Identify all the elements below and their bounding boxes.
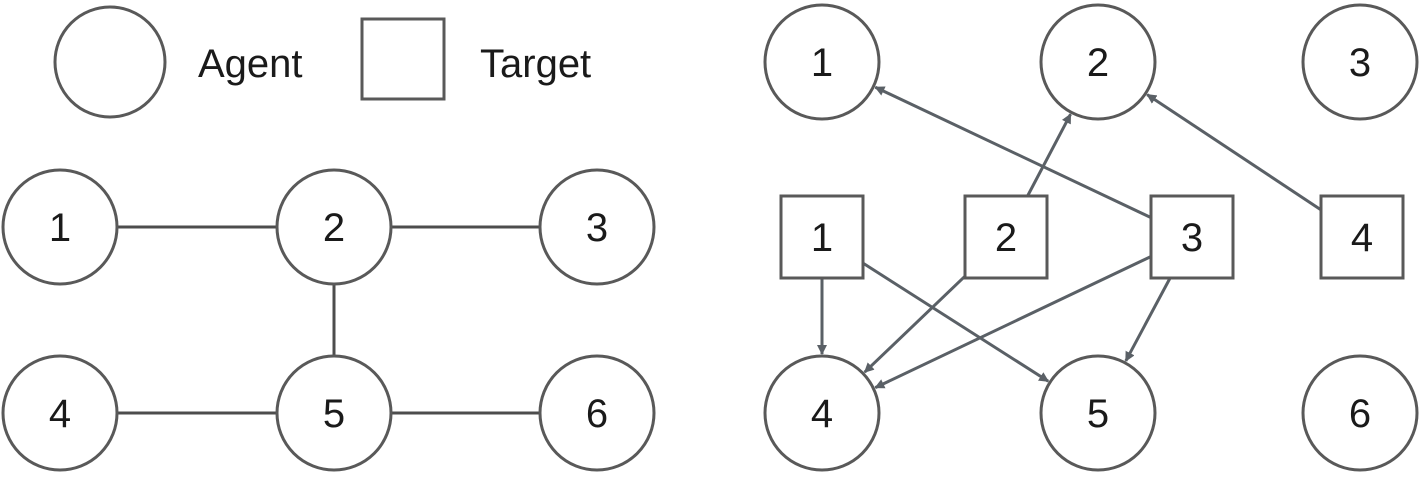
legend-target-label: Target [480, 42, 591, 86]
agent-communication-graph: 1 2 3 4 5 6 [1, 168, 656, 472]
left-agent-6: 6 [538, 354, 656, 472]
target-label: 2 [995, 216, 1017, 260]
target-3: 3 [1149, 194, 1235, 280]
agent-label: 2 [323, 206, 345, 250]
target-square [1149, 194, 1235, 280]
target-square [1319, 194, 1405, 280]
arrow-target3-agent5 [1124, 277, 1172, 362]
right-agent-3: 3 [1301, 3, 1419, 121]
target-label: 1 [811, 216, 833, 260]
agent-label: 6 [1349, 392, 1371, 436]
agent-circle [763, 354, 881, 472]
agent-label: 6 [586, 392, 608, 436]
agent-label: 3 [1349, 41, 1371, 85]
arrow-target3-agent1 [874, 85, 1152, 219]
left-agent-1: 1 [1, 168, 119, 286]
target-1: 1 [779, 194, 865, 280]
agent-label: 4 [49, 392, 71, 436]
target-4: 4 [1319, 194, 1405, 280]
target-2: 2 [963, 194, 1049, 280]
right-agent-6: 6 [1301, 354, 1419, 472]
target-assignment-graph: 1 2 3 4 5 6 1 2 3 4 [763, 3, 1419, 472]
right-agent-1: 1 [763, 3, 881, 121]
agent-label: 1 [49, 206, 71, 250]
agent-circle [538, 168, 656, 286]
target-label: 4 [1351, 216, 1373, 260]
agent-circle [1039, 354, 1157, 472]
agent-circle [1, 354, 119, 472]
agent-circle [275, 168, 393, 286]
right-agent-2: 2 [1039, 3, 1157, 121]
target-label: 3 [1181, 216, 1203, 260]
right-agent-4: 4 [763, 354, 881, 472]
target-square [963, 194, 1049, 280]
target-square [779, 194, 865, 280]
agent-circle [1039, 3, 1157, 121]
left-edges [117, 225, 540, 415]
agent-label: 2 [1087, 41, 1109, 85]
left-agent-2: 2 [275, 168, 393, 286]
arrow-target2-agent4 [863, 275, 967, 374]
agent-circle [763, 3, 881, 121]
left-agent-3: 3 [538, 168, 656, 286]
right-agent-5: 5 [1039, 354, 1157, 472]
agent-circle [538, 354, 656, 472]
agent-label: 5 [1087, 392, 1109, 436]
agent-label: 3 [586, 206, 608, 250]
agent-label: 4 [811, 392, 833, 436]
arrow-target2-agent2 [1026, 113, 1072, 197]
left-agent-4: 4 [1, 354, 119, 472]
agent-label: 1 [811, 41, 833, 85]
legend-agent-icon [53, 5, 167, 119]
assignment-arrows [817, 85, 1322, 390]
right-nodes: 1 2 3 4 5 6 1 2 3 4 [763, 3, 1419, 472]
legend-agent-label: Agent [198, 42, 303, 86]
agent-circle [1301, 354, 1419, 472]
legend-target-icon [360, 17, 446, 101]
arrow-target4-agent2 [1146, 93, 1322, 212]
arrow-target1-agent5 [862, 261, 1050, 383]
agent-circle [1, 168, 119, 286]
legend: Agent Target [53, 5, 591, 119]
left-nodes: 1 2 3 4 5 6 [1, 168, 656, 472]
agent-circle [1301, 3, 1419, 121]
agent-label: 5 [323, 392, 345, 436]
left-agent-5: 5 [275, 354, 393, 472]
arrow-target3-agent4 [874, 255, 1152, 390]
agent-circle [275, 354, 393, 472]
